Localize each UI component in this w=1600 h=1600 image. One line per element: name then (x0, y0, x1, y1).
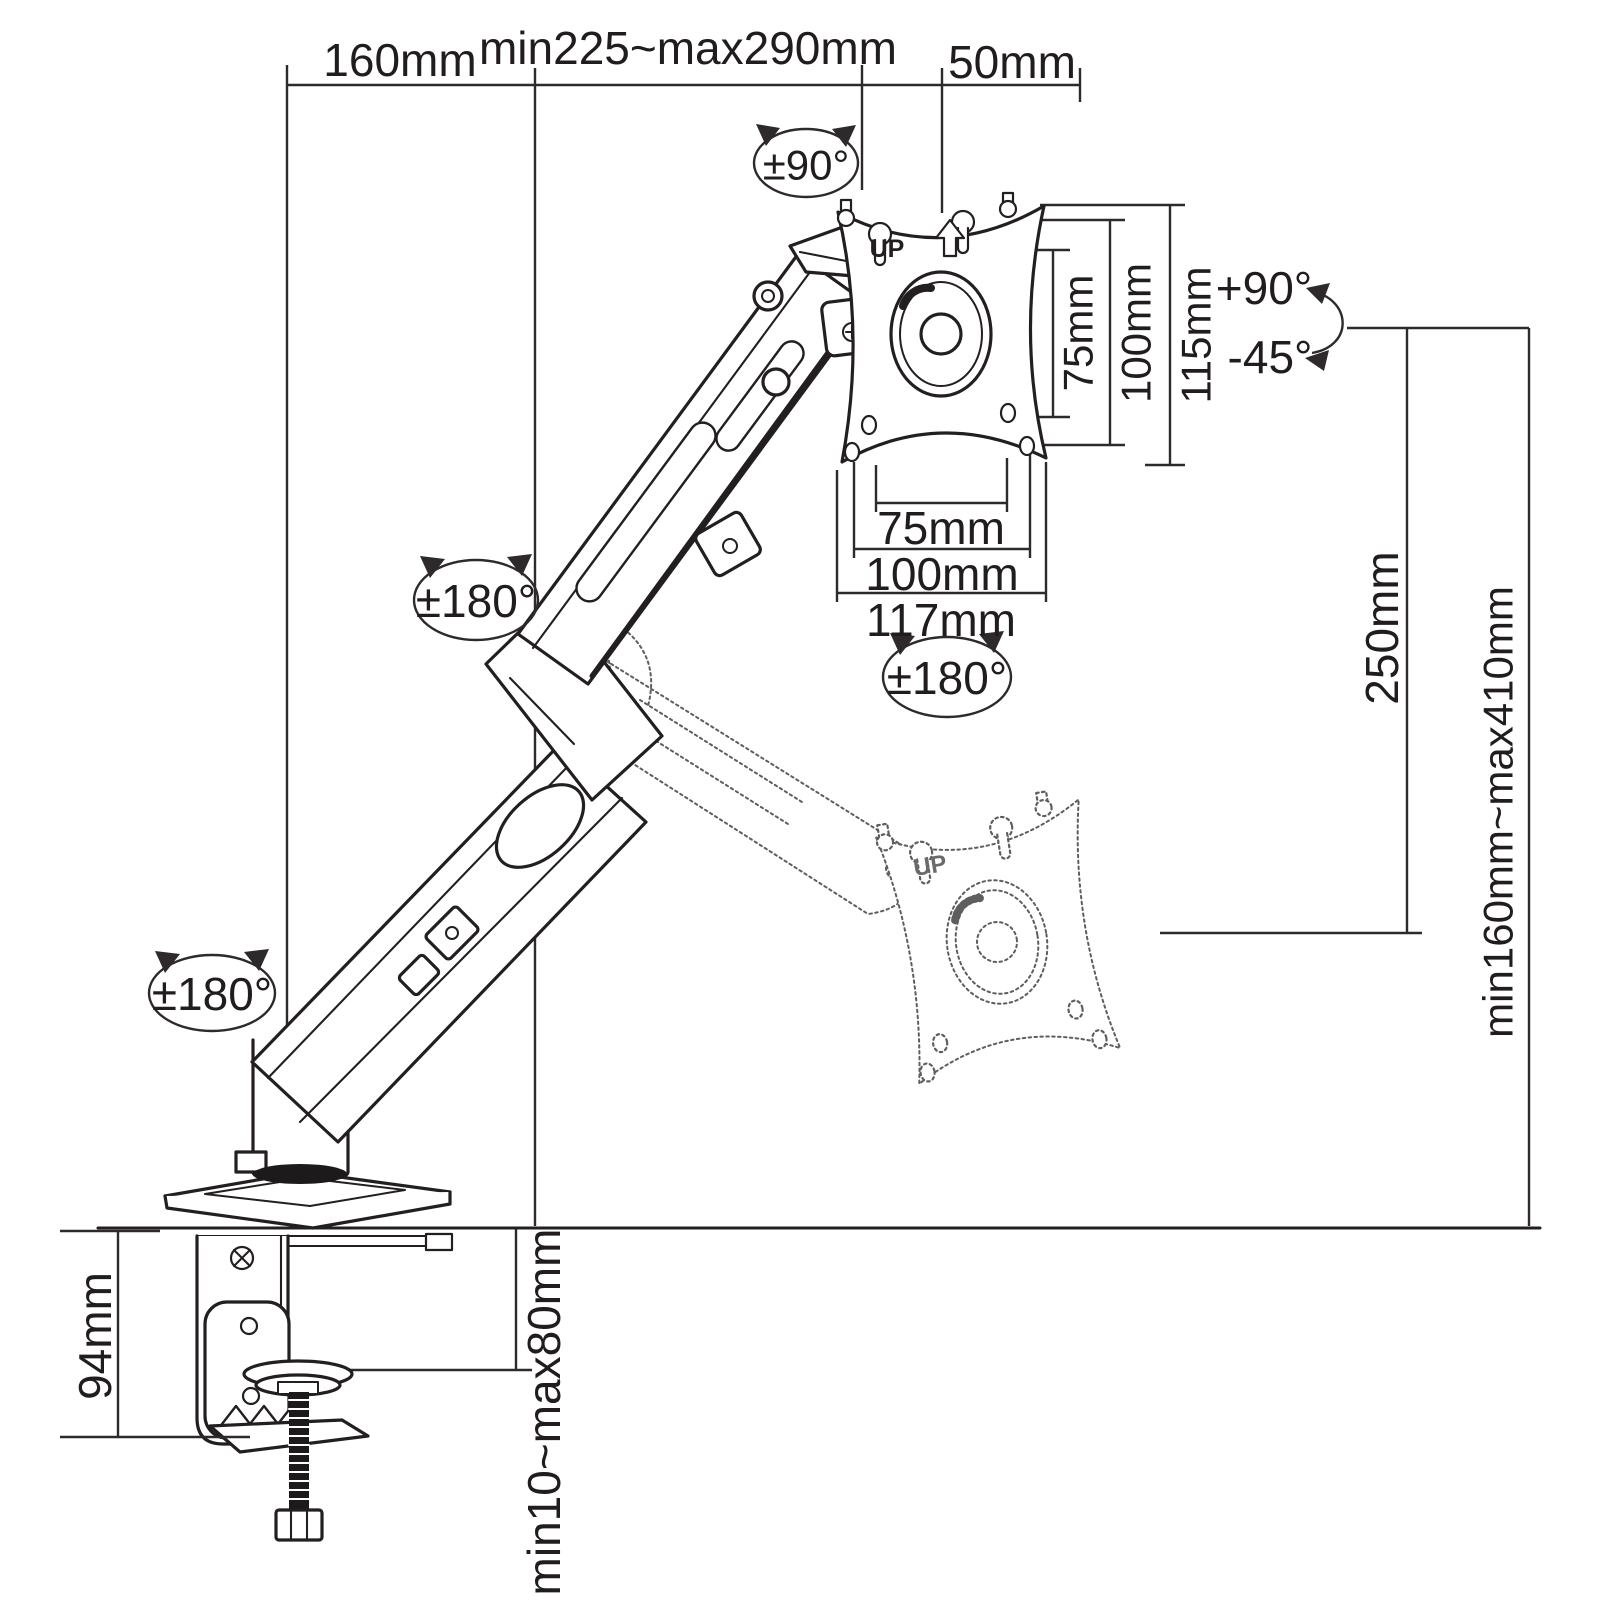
dim-label-vesa-v115: 115mm (1173, 267, 1220, 404)
arrow-icon (1306, 283, 1330, 304)
dim-label-vesa-h75: 75mm (877, 502, 1005, 554)
arrow-icon (420, 556, 445, 578)
upper-swivel-ellipse (412, 558, 540, 642)
arrow-icon (756, 124, 780, 146)
dimension-labels: 160mm min225~max290mm 50mm ±90° 75mm 100… (69, 22, 1522, 1595)
angle-label-pan: ±90° (763, 142, 850, 189)
upper-arm (516, 252, 870, 686)
dim-label-vesa-v100: 100mm (1113, 263, 1160, 403)
up-arrow-icon (934, 218, 966, 258)
arrow-icon (979, 631, 1004, 653)
pan-ellipse (752, 127, 860, 199)
angle-label-rotate-vesa: ±180° (887, 652, 1007, 704)
dim-label-arm-drop: 250mm (1356, 551, 1408, 704)
ghost-vesa-plate (873, 786, 1121, 1084)
angle-label-tilt-down: -45° (1228, 331, 1313, 383)
dim-label-vesa-h117: 117mm (866, 594, 1016, 646)
vesa-rotate-ellipse (881, 635, 1013, 719)
angle-label-swivel-lower: ±180° (152, 968, 272, 1020)
dim-label-top-offset: 160mm (323, 34, 476, 86)
arrow-icon (890, 633, 915, 655)
lower-swivel-ellipse (147, 953, 277, 1033)
dim-label-horizontal-reach: min225~max290mm (479, 22, 897, 74)
riser-base-ring (253, 1164, 347, 1184)
up-label: UP (870, 235, 905, 263)
ghost-up-label: UP (911, 850, 948, 882)
arrow-icon (507, 554, 532, 576)
desk-clamp (96, 1226, 1542, 1542)
angle-callouts (147, 124, 1330, 1033)
desk-base-plate (163, 1170, 452, 1230)
lower-arm (250, 742, 648, 1144)
ghost-arm-position (545, 621, 1121, 1085)
monitor-arm (163, 193, 1046, 1230)
dimension-lines (60, 65, 1531, 1437)
dim-label-clamp-height: 94mm (69, 1272, 121, 1400)
angle-label-swivel-upper: ±180° (416, 575, 536, 627)
dim-label-vesa-offset: 50mm (948, 36, 1076, 88)
angle-label-tilt-up: +90° (1216, 262, 1312, 314)
arrow-icon (1305, 350, 1329, 371)
dim-label-vesa-h100: 100mm (865, 548, 1018, 600)
screw-knob (274, 1508, 324, 1542)
dim-label-vesa-v75: 75mm (1055, 275, 1102, 392)
dim-label-desk-thickness: min10~max80mm (518, 1229, 570, 1596)
arrow-icon (832, 125, 856, 147)
arrow-icon (244, 949, 269, 971)
dim-label-height-range: min160mm~max410mm (1475, 586, 1522, 1038)
arrow-icon (155, 951, 180, 973)
